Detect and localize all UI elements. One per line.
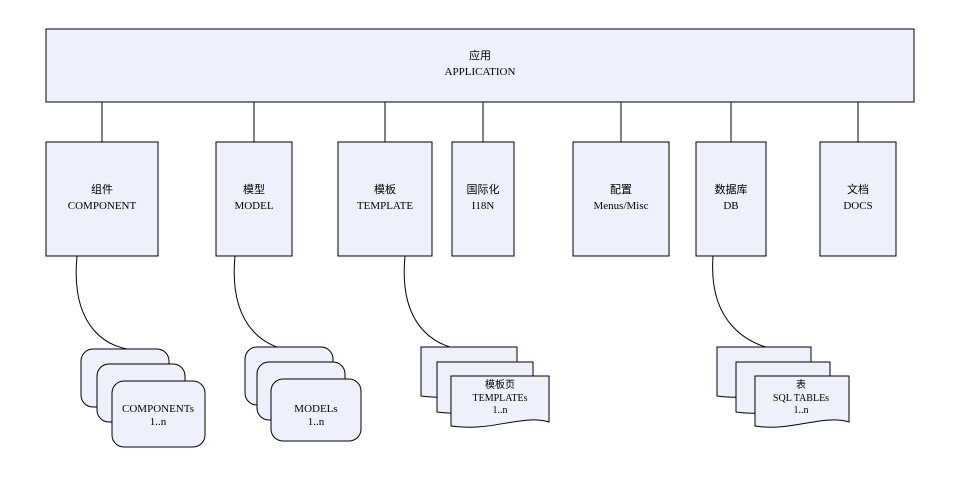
curve-models [233,255,295,351]
curve-components [75,255,139,351]
application-label-cn: 应用 [469,48,491,62]
curve-templates [403,255,471,351]
module-component-cn: 组件 [91,182,113,196]
stack-card-front [270,378,362,442]
module-docs-cn: 文档 [847,182,869,196]
module-i18n-en: I18N [472,200,495,212]
stack-tables: 表 SQL TABLEs 1..n [716,346,850,428]
stack-card-front [111,380,206,448]
application-label-en: APPLICATION [445,66,516,78]
module-template-en: TEMPLATE [357,200,414,212]
stack-components-count: 1..n [150,416,167,428]
module-template: 模板 TEMPLATE [337,141,433,257]
module-i18n: 国际化 I18N [451,141,515,257]
module-model-en: MODEL [234,200,273,212]
module-docs: 文档 DOCS [819,141,897,257]
stack-templates-cn: 模板页 [485,378,515,391]
module-i18n-cn: 国际化 [467,182,500,196]
module-config: 配置 Menus/Misc [572,141,670,257]
module-component-en: COMPONENT [68,200,137,212]
stack-components: COMPONENTs 1..n [80,348,206,448]
stack-components-label: COMPONENTs [122,403,194,415]
stack-models-count: 1..n [308,416,325,428]
stack-templates-count: 1..n [493,405,508,416]
module-model: 模型 MODEL [215,141,293,257]
stack-connectors [75,255,779,351]
application-connectors [101,102,859,142]
stack-tables-cn: 表 [796,378,806,391]
stack-tables-label: SQL TABLEs [773,393,829,404]
application-node: 应用 APPLICATION [45,28,915,103]
stack-templates-label: TEMPLATEs [473,393,528,404]
curve-tables [712,255,779,351]
module-db: 数据库 DB [695,141,767,257]
module-config-en: Menus/Misc [594,200,649,212]
stack-tables-count: 1..n [794,405,809,416]
module-model-cn: 模型 [243,182,265,196]
stack-models-label: MODELs [294,403,337,415]
stack-templates: 模板页 TEMPLATEs 1..n [420,346,550,428]
module-db-en: DB [723,200,738,212]
module-docs-en: DOCS [843,200,872,212]
module-component: 组件 COMPONENT [45,141,159,257]
stack-doc-front [754,375,850,428]
module-config-cn: 配置 [610,183,632,196]
module-db-cn: 数据库 [715,182,748,196]
module-template-cn: 模板 [374,182,396,196]
stack-models: MODELs 1..n [244,346,362,442]
stack-doc-front [450,375,550,428]
